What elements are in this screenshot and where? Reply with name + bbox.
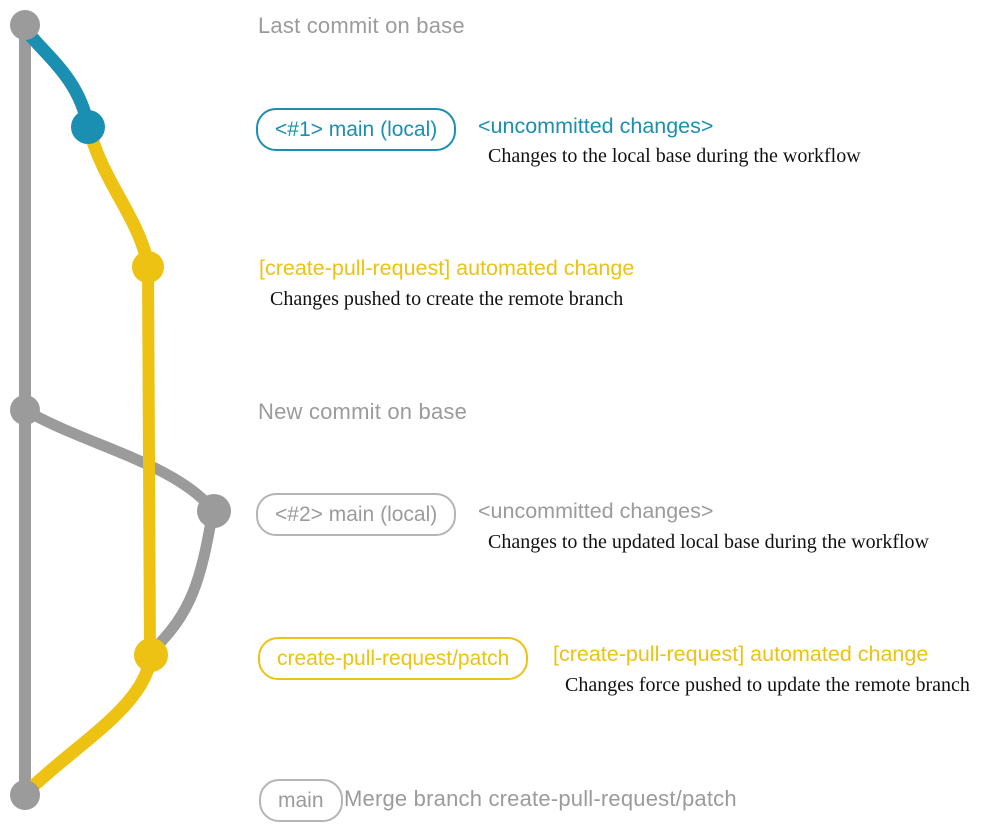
branch-curve-uncommitted-1 [18,22,95,133]
commit-node-base-merge [10,780,40,810]
uncommitted-changes-title-2: <uncommitted changes> [478,499,714,523]
badge-main: main [259,779,343,822]
badge-main-local-2: <#2> main (local) [256,493,457,536]
commit-node-patch-2 [134,638,168,672]
last-commit-label: Last commit on base [258,13,465,38]
curve-uncommitted-2-to-patch [145,504,219,658]
patch-branch-line [142,266,156,655]
automated-change-caption-1: Changes pushed to create the remote bran… [270,288,624,310]
badge-patch-branch: create-pull-request/patch [258,637,529,680]
uncommitted-changes-caption-1: Changes to the local base during the wor… [488,145,861,167]
commit-node-uncommitted-1 [71,110,105,144]
commit-node-uncommitted-2 [197,494,231,528]
commit-node-base-top [10,10,40,40]
commit-node-patch-1 [132,251,164,283]
new-commit-label: New commit on base [258,399,468,424]
badge-main-local-1: <#1> main (local) [256,108,457,151]
merge-curve-patch-to-base [20,648,158,799]
merge-branch-label: Merge branch create-pull-request/patch [344,786,737,811]
automated-change-title-1: [create-pull-request] automated change [259,256,635,280]
branch-curve-to-patch-commit [82,121,154,267]
base-curve-to-uncommitted-2 [19,404,219,516]
uncommitted-changes-caption-2: Changes to the updated local base during… [488,531,929,553]
uncommitted-changes-title-1: <uncommitted changes> [478,114,714,138]
commit-node-base-new [10,395,40,425]
automated-change-caption-2: Changes force pushed to update the remot… [565,674,970,696]
automated-change-title-2: [create-pull-request] automated change [553,642,929,666]
